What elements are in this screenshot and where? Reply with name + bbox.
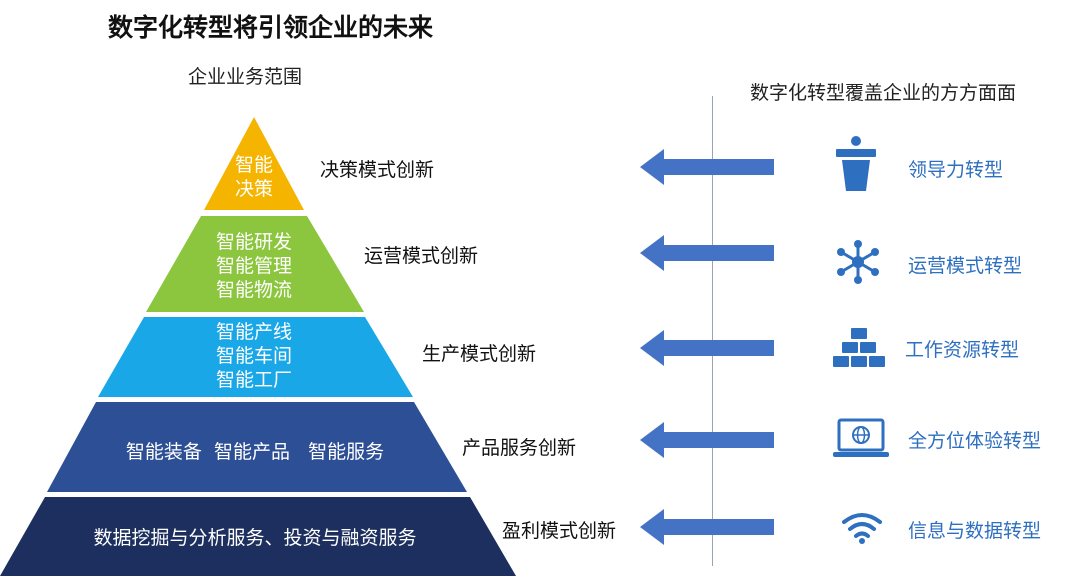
vertical-divider: [712, 96, 713, 566]
tier-2-line-1: 智能研发: [215, 231, 292, 253]
tier-2-line-2: 智能管理: [215, 255, 292, 277]
pyramid-tier-3: [98, 317, 413, 397]
tier-2-line-3: 智能物流: [215, 279, 292, 301]
arrow-left-3: [640, 330, 774, 366]
network-icon: [837, 240, 879, 284]
tier-3-text: 智能产线 智能车间 智能工厂: [194, 320, 314, 392]
mode-label-production: 生产模式创新: [422, 343, 537, 365]
transformation-label-experience: 全方位体验转型: [908, 430, 1042, 452]
tier-1-line-1: 智能: [234, 154, 273, 176]
transformation-label-operation: 运营模式转型: [908, 255, 1023, 277]
pyramid-tier-4: [47, 402, 467, 492]
wifi-icon: [842, 513, 882, 544]
diagram-title: 数字化转型将引领企业的未来: [108, 13, 434, 42]
arrow-left-2: [640, 235, 774, 271]
mode-label-profit: 盈利模式创新: [502, 520, 617, 542]
podium-icon: [836, 136, 876, 191]
transformation-label-data: 信息与数据转型: [908, 520, 1042, 542]
pyramid-tier-5: [0, 497, 516, 576]
mode-label-operation: 运营模式创新: [364, 245, 479, 267]
right-heading: 数字化转型覆盖企业的方方面面: [750, 82, 1017, 104]
transformation-label-leadership: 领导力转型: [908, 159, 1004, 181]
stacked-blocks-icon: [833, 328, 885, 367]
tier-3-line-2: 智能车间: [215, 345, 292, 367]
tier-3-line-1: 智能产线: [215, 321, 292, 343]
laptop-globe-icon: [833, 418, 889, 457]
arrow-left-4: [640, 422, 774, 458]
tier-1-text: 智能 决策: [224, 153, 284, 201]
pyramid-tier-2: [146, 216, 364, 312]
pyramid-tier-1: [204, 117, 304, 210]
tier-5-text: 数据挖掘与分析服务、投资与融资服务: [93, 527, 417, 549]
left-heading: 企业业务范围: [188, 66, 303, 88]
mode-label-decision: 决策模式创新: [320, 159, 435, 181]
transformation-label-resources: 工作资源转型: [905, 339, 1020, 361]
tier-1-line-2: 决策: [234, 178, 273, 200]
arrow-left-1: [640, 149, 774, 185]
tier-3-line-3: 智能工厂: [215, 369, 292, 391]
mode-label-product-service: 产品服务创新: [462, 437, 577, 459]
tier-2-text: 智能研发 智能管理 智能物流: [194, 230, 314, 302]
arrow-left-5: [640, 509, 774, 545]
tier-4-text: 智能装备 智能产品 智能服务: [125, 441, 385, 463]
